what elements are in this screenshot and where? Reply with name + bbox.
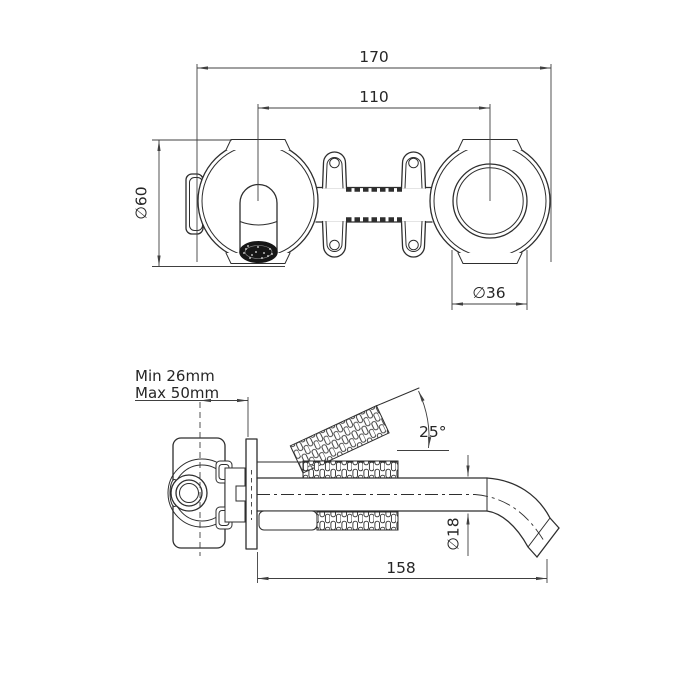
spout-outlet: [486, 477, 560, 558]
dim-overall-width: 170: [196, 48, 552, 262]
screw-hole: [329, 239, 340, 251]
knurled-sleeve-bottom: [316, 511, 399, 531]
dim-text-projection: 158: [386, 559, 416, 577]
handle-knurled-end: [239, 241, 278, 263]
dim-text-overall-width: 170: [359, 48, 389, 66]
mixer-handle: [239, 183, 278, 263]
spout: [256, 460, 560, 558]
mounting-bar: [315, 186, 433, 223]
dim-spout-flange-diameter: ∅36: [451, 250, 528, 310]
retaining-clips: [215, 460, 233, 530]
side-view: Min 26mm Max 50mm 25° ∅18 158: [135, 367, 560, 583]
screw-hole: [408, 157, 419, 169]
valve-body: [167, 437, 247, 549]
dim-trim-diameter: ∅60: [133, 139, 285, 267]
dim-text-spout-flange-diameter: ∅36: [472, 284, 505, 302]
knurled-sleeve-top: [302, 460, 399, 479]
dim-spout-diameter: ∅18: [445, 455, 470, 556]
dim-text-spout-diameter: ∅18: [445, 517, 463, 550]
wall-plate: [245, 438, 258, 550]
sleeve-collar: [258, 510, 318, 531]
dim-wall-depth: Min 26mm Max 50mm: [135, 367, 249, 556]
dim-handle-angle: 25°: [397, 390, 449, 451]
mounting-ears: [321, 151, 427, 258]
dim-text-wall-max: Max 50mm: [135, 384, 219, 402]
dim-text-handle-angle: 25°: [419, 423, 446, 441]
screw-hole: [329, 157, 340, 169]
dim-text-wall-min: Min 26mm: [135, 367, 215, 385]
knurl-speckles: [243, 245, 273, 259]
dim-hole-centers: 110: [257, 88, 491, 201]
dim-text-trim-diameter: ∅60: [133, 186, 151, 219]
screw-hole: [408, 239, 419, 251]
dim-text-hole-centers: 110: [359, 88, 389, 106]
knurled-sleeve-tilted: [289, 387, 420, 474]
dim-projection: 158: [257, 552, 548, 583]
front-view: 170 110 ∅60 ∅36: [133, 48, 552, 310]
